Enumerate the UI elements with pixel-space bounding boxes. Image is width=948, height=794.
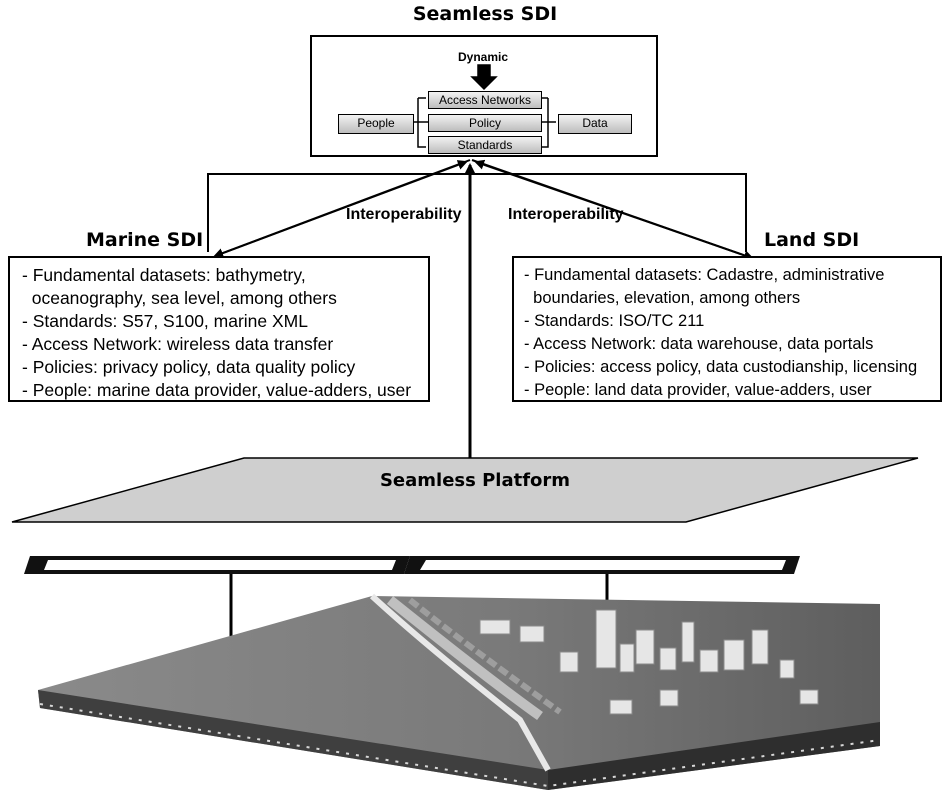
land-sdi-line: - Access Network: data warehouse, data p…: [524, 335, 874, 353]
policy-box: Policy: [428, 114, 542, 132]
interoperability-label-left: Interoperability: [346, 206, 462, 223]
marine-sdi-box: - Fundamental datasets: bathymetry, ocea…: [8, 256, 430, 402]
land-sdi-line: - Fundamental datasets: Cadastre, admini…: [524, 266, 885, 284]
marine-sdi-title: Marine SDI: [86, 229, 204, 251]
marine-sdi-line: oceanography, sea level, among others: [22, 288, 337, 308]
land-sdi-list: - Fundamental datasets: Cadastre, admini…: [524, 264, 940, 402]
land-layer-frame: [404, 556, 800, 574]
connector-lines: [207, 173, 747, 252]
standards-box: Standards: [428, 136, 542, 154]
terrain-model: [38, 593, 881, 790]
land-sdi-line: - People: land data provider, value-adde…: [524, 381, 872, 399]
seamless-sdi-title: Seamless SDI: [412, 3, 558, 25]
interoperability-arrow-right-up: [474, 159, 753, 259]
seamless-platform-label: Seamless Platform: [379, 470, 571, 491]
land-sdi-box: - Fundamental datasets: Cadastre, admini…: [512, 256, 942, 402]
marine-sdi-line: - People: marine data provider, value-ad…: [22, 380, 412, 400]
interoperability-label-right: Interoperability: [508, 206, 624, 223]
dynamic-label: Dynamic: [458, 50, 509, 64]
marine-sdi-line: - Access Network: wireless data transfer: [22, 334, 334, 354]
access-networks-box: Access Networks: [428, 91, 542, 109]
people-box: People: [338, 114, 414, 134]
interoperability-arrow-left-up: [214, 160, 468, 257]
seamless-platform-shape: [11, 457, 919, 523]
marine-layer-frame: [24, 556, 410, 574]
marine-sdi-line: - Standards: S57, S100, marine XML: [22, 311, 308, 331]
marine-sdi-line: - Fundamental datasets: bathymetry,: [22, 265, 306, 285]
sdi-internal-brackets: [412, 64, 556, 148]
land-sdi-line: - Standards: ISO/TC 211: [524, 312, 705, 330]
marine-sdi-line: - Policies: privacy policy, data quality…: [22, 357, 356, 377]
land-sdi-line: boundaries, elevation, among others: [524, 289, 801, 307]
land-sdi-title: Land SDI: [764, 229, 860, 251]
land-sdi-line: - Policies: access policy, data custodia…: [524, 358, 918, 376]
data-box: Data: [558, 114, 632, 134]
seamless-sdi-box: Dynamic Access Networks Policy Standards…: [310, 35, 658, 157]
marine-sdi-list: - Fundamental datasets: bathymetry, ocea…: [22, 264, 426, 402]
